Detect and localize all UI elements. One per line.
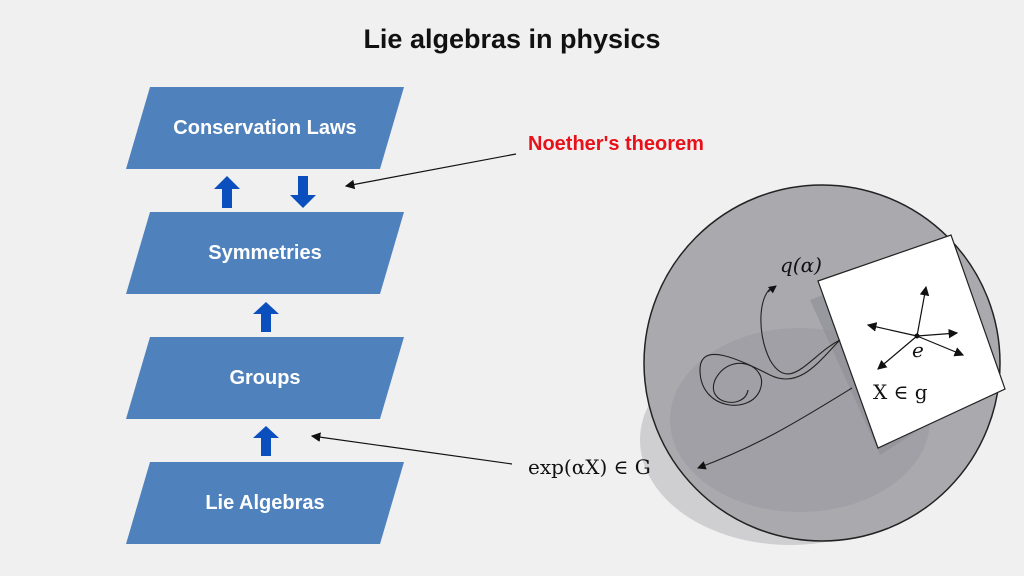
parallelogram-shape: [126, 87, 404, 169]
parallelogram-shape: [126, 212, 404, 294]
curve-exp: [696, 387, 853, 470]
noether-theorem-label: Noether's theorem: [528, 133, 704, 155]
page-title: Lie algebras in physics: [363, 24, 661, 54]
curve-label: q(α): [780, 253, 822, 277]
box-groups: Groups: [126, 337, 404, 419]
identity-label: e: [912, 338, 924, 362]
tangent-plane: [817, 234, 1006, 449]
box-label: Conservation Laws: [173, 116, 357, 139]
box-label: Groups: [229, 366, 301, 389]
box-label: Symmetries: [208, 241, 322, 264]
curve-q: [699, 286, 841, 406]
parallelogram-shape: [126, 462, 404, 544]
exp-pointer-line: [310, 432, 513, 465]
parallelogram-shape: [126, 337, 404, 419]
box-symmetries: Symmetries: [126, 212, 404, 294]
arrow-up-icon: [253, 302, 279, 332]
box-label: Lie Algebras: [205, 491, 325, 514]
algebra-label: X ∈ g: [873, 380, 928, 404]
arrow-up-icon: [253, 426, 279, 456]
noether-pointer-line: [344, 153, 517, 190]
identity-point: [914, 333, 920, 339]
arrow-up-icon: [214, 176, 240, 208]
box-conservation-laws: Conservation Laws: [126, 87, 404, 169]
exp-map-label: exp(αX) ∈ G: [528, 455, 651, 479]
box-lie-algebras: Lie Algebras: [126, 462, 404, 544]
arrow-down-icon: [290, 176, 316, 208]
